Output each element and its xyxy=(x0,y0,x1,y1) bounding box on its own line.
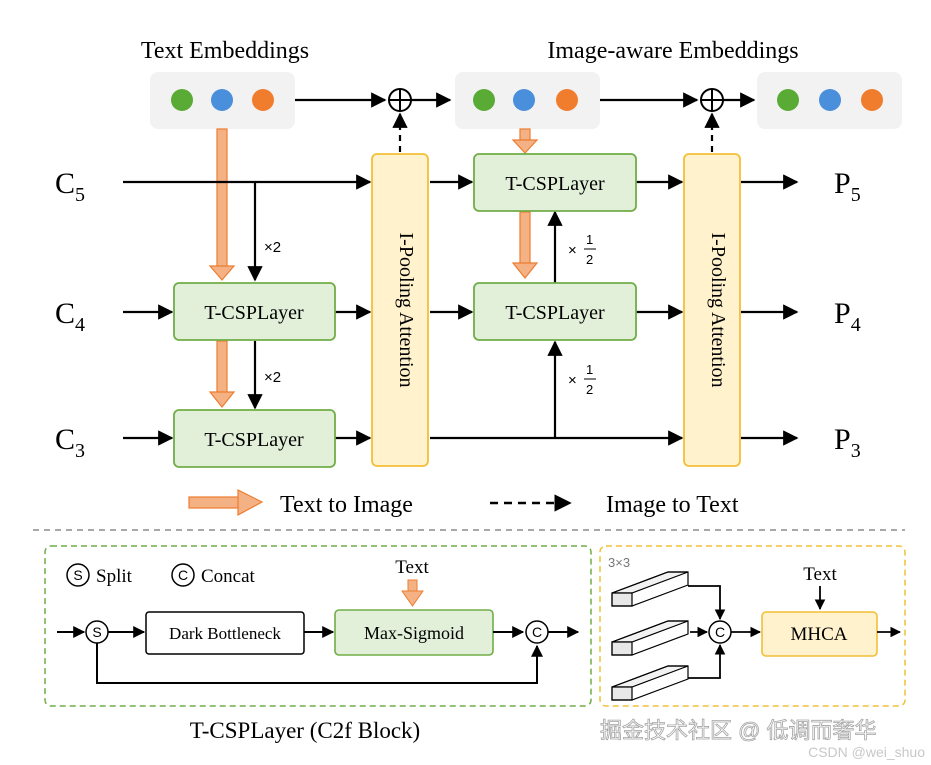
add-operator-1 xyxy=(388,88,412,112)
multiplier-half-upper: × 1 2 xyxy=(568,232,596,267)
tcsp-block-left-c3: T-CSPLayer xyxy=(173,409,336,468)
text-to-image-arrow-mid xyxy=(511,211,539,279)
svg-text:Dark Bottleneck: Dark Bottleneck xyxy=(169,624,281,643)
mhca-concat-node: C xyxy=(708,620,732,644)
kernel-size-label: 3×3 xyxy=(608,555,630,570)
svg-text:I-Pooling Attention: I-Pooling Attention xyxy=(707,233,729,388)
watermark-main: 掘金技术社区 @ 低调而奢华 xyxy=(600,718,877,743)
ipooling-attention-right: I-Pooling Attention xyxy=(683,153,741,467)
mid-embedding-dot-orange xyxy=(556,89,578,111)
svg-text:T-CSPLayer: T-CSPLayer xyxy=(204,302,304,324)
text-to-image-arrow-mid-top xyxy=(511,128,539,154)
add-operator-2 xyxy=(700,88,724,112)
conv-slab-1 xyxy=(611,571,689,607)
svg-text:×: × xyxy=(568,242,577,259)
text-to-image-arrow-long xyxy=(208,128,236,281)
concat-node: C xyxy=(525,620,549,644)
tcsp-block-left-c4: T-CSPLayer xyxy=(173,282,336,341)
svg-text:T-CSPLayer: T-CSPLayer xyxy=(204,429,304,451)
svg-text:Text to Image: Text to Image xyxy=(280,492,413,518)
split-node: S xyxy=(85,620,109,644)
out-embedding-dot-orange xyxy=(861,89,883,111)
text-embedding-dot-blue xyxy=(211,89,233,111)
svg-text:Max-Sigmoid: Max-Sigmoid xyxy=(364,623,464,643)
mid-embedding-dot-blue xyxy=(513,89,535,111)
svg-text:2: 2 xyxy=(586,252,593,267)
dark-bottleneck-block: Dark Bottleneck xyxy=(145,611,305,655)
split-legend: S Split xyxy=(66,563,133,587)
svg-text:MHCA: MHCA xyxy=(790,624,847,645)
svg-text:I-Pooling Attention: I-Pooling Attention xyxy=(395,233,417,388)
mid-embedding-dot-green xyxy=(473,89,495,111)
conv-slab-3 xyxy=(611,665,689,701)
max-sigmoid-block: Max-Sigmoid xyxy=(334,609,494,656)
multiplier-times2-lower: ×2 xyxy=(264,369,281,386)
text-embedding-dot-orange xyxy=(252,89,274,111)
input-c4: C4 xyxy=(55,297,85,336)
legend-image-to-text: Image to Text xyxy=(490,492,739,518)
svg-text:S: S xyxy=(73,567,82,583)
out-embedding-dot-green xyxy=(777,89,799,111)
svg-text:Image to Text: Image to Text xyxy=(606,492,739,518)
image-aware-embeddings-title: Image-aware Embeddings xyxy=(547,38,798,64)
svg-text:C: C xyxy=(715,624,725,640)
text-embeddings-title: Text Embeddings xyxy=(141,38,309,64)
out-embedding-dot-blue xyxy=(819,89,841,111)
ipooling-attention-left: I-Pooling Attention xyxy=(371,153,429,467)
svg-text:×: × xyxy=(568,372,577,389)
output-p3: P3 xyxy=(834,423,861,462)
svg-text:C: C xyxy=(532,624,542,640)
input-c5: C5 xyxy=(55,167,85,206)
tcsp-block-mid-top: T-CSPLayer xyxy=(473,153,637,212)
multiplier-half-lower: × 1 2 xyxy=(568,362,596,397)
svg-text:T-CSPLayer: T-CSPLayer xyxy=(505,302,605,324)
svg-text:1: 1 xyxy=(586,362,593,377)
svg-text:Concat: Concat xyxy=(201,566,256,587)
svg-text:Split: Split xyxy=(96,566,133,587)
mhca-block: MHCA xyxy=(761,611,878,657)
watermark-csdn: CSDN @wei_shuo xyxy=(808,744,925,760)
legend-text-to-image: Text to Image xyxy=(188,489,413,518)
svg-text:1: 1 xyxy=(586,232,593,247)
svg-text:S: S xyxy=(92,624,101,640)
csp-text-label: Text xyxy=(395,557,429,578)
svg-text:2: 2 xyxy=(586,382,593,397)
output-p4: P4 xyxy=(834,297,861,336)
conv-slab-2 xyxy=(611,620,689,656)
mhca-detail-frame xyxy=(599,545,906,707)
output-p5: P5 xyxy=(834,167,861,206)
text-embedding-dot-green xyxy=(171,89,193,111)
tcsp-block-mid: T-CSPLayer xyxy=(473,282,637,341)
text-to-image-arrow-short xyxy=(208,340,236,408)
mhca-text-label: Text xyxy=(803,564,837,585)
concat-legend: C Concat xyxy=(171,563,256,587)
multiplier-times2-upper: ×2 xyxy=(264,239,281,256)
csp-text-arrow xyxy=(401,579,424,607)
input-c3: C3 xyxy=(55,423,85,462)
svg-text:C: C xyxy=(178,567,188,583)
svg-text:T-CSPLayer: T-CSPLayer xyxy=(505,173,605,195)
csp-caption: T-CSPLayer (C2f Block) xyxy=(190,718,420,743)
